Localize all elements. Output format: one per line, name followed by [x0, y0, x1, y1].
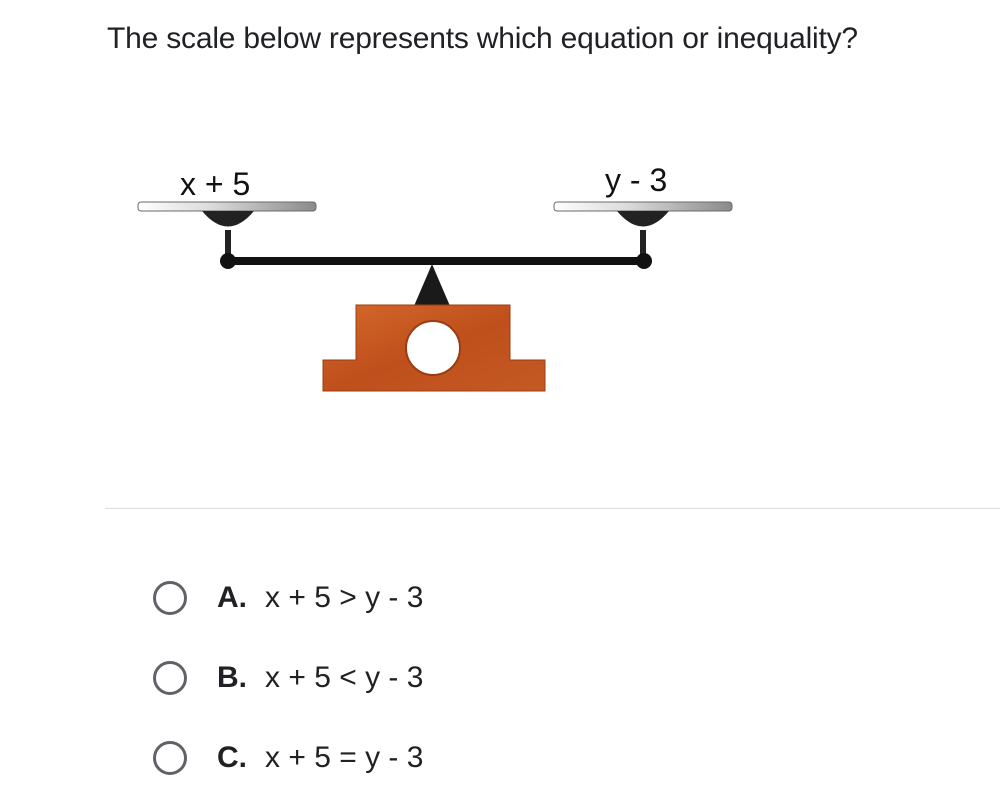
option-c[interactable]: C. x + 5 = y - 3	[153, 718, 423, 798]
option-a-text: x + 5 > y - 3	[265, 581, 424, 614]
beam	[228, 257, 646, 265]
wooden-base	[322, 304, 546, 392]
option-b[interactable]: B. x + 5 < y - 3	[153, 638, 423, 718]
radio-button-b[interactable]	[153, 661, 187, 695]
option-a[interactable]: A. x + 5 > y - 3	[153, 558, 423, 638]
option-c-text: x + 5 = y - 3	[265, 741, 424, 774]
radio-button-a[interactable]	[153, 581, 187, 615]
balance-scale-figure: x + 5 y - 3	[130, 160, 750, 400]
section-divider	[105, 508, 1000, 509]
question-text: The scale below represents which equatio…	[107, 22, 858, 55]
option-a-letter: A.	[217, 581, 247, 614]
option-b-letter: B.	[217, 661, 247, 694]
option-c-letter: C.	[217, 741, 247, 774]
left-pan-label: x + 5	[180, 166, 251, 202]
right-pan-label: y - 3	[605, 162, 668, 198]
fulcrum	[414, 264, 450, 306]
radio-button-c[interactable]	[153, 741, 187, 775]
option-b-text: x + 5 < y - 3	[265, 661, 424, 694]
balance-scale-drawing	[137, 201, 733, 392]
answer-options: A. x + 5 > y - 3 B. x + 5 < y - 3 C. x +…	[153, 558, 423, 798]
